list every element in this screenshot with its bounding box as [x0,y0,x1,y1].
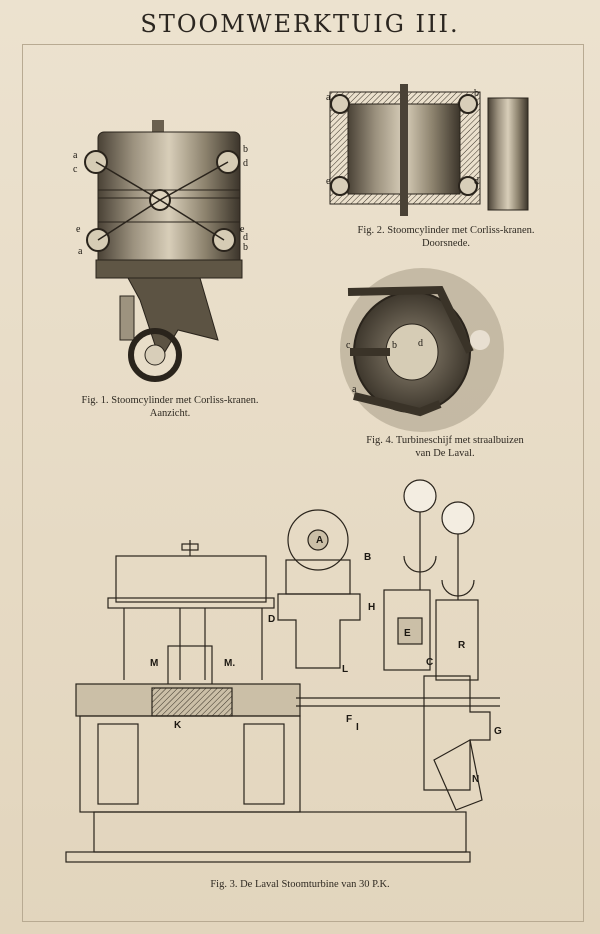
fig2-cylinder-section: a b e d [326,84,529,216]
fig4-label-a: a [352,384,357,395]
fig1-label-d1: d [243,158,248,169]
fig1-label-b2: b [243,242,248,253]
fig3-label-M1: M [150,658,158,669]
page-title: STOOMWERKTUIG III. [140,10,460,38]
fig4-caption-line2: van De Laval. [415,448,475,459]
fig1-label-e1: e [76,224,81,235]
fig3-label-R: R [458,640,466,651]
fig3-label-K: K [174,720,182,731]
fig3-turbine-drawing: A B C D E F G H I K L M M. N R [65,479,502,863]
fig2-caption-line1: Fig. 2. Stoomcylinder met Corliss-kranen… [357,225,535,236]
fig3-label-N: N [472,774,479,785]
fig3-label-C: C [426,657,433,668]
fig3-caption: Fig. 3. De Laval Stoomturbine van 30 P.K… [210,879,390,890]
fig2-label-b: b [474,88,479,99]
fig3-label-L: L [342,664,348,675]
fig4-label-b: b [392,340,397,351]
fig3-label-M2: M. [224,658,235,669]
fig3-label-A: A [316,535,323,546]
fig1-label-a2: a [78,246,83,257]
fig1-label-c1: c [73,164,78,175]
fig4-caption-line1: Fig. 4. Turbineschijf met straalbuizen [366,435,524,446]
plate-border [22,44,584,922]
fig4-turbine-disc: a c b d [340,268,504,432]
fig1-label-b1: b [243,144,248,155]
fig4-label-c: c [346,340,351,351]
fig1-caption: Fig. 1. Stoomcylinder met Corliss-kranen… [70,394,270,420]
fig4-label-d: d [418,338,423,349]
fig1-cylinder-view: a c b d e a e d b [73,120,248,382]
fig2-caption-line2: Doorsnede. [421,238,471,249]
fig3-label-F: F [346,714,352,725]
fig2-label-d: d [474,176,479,187]
fig3-label-H: H [368,602,375,613]
fig1-caption-line1: Fig. 1. Stoomcylinder met Corliss-kranen… [81,395,259,406]
fig3-label-G: G [494,726,502,737]
fig3-label-B: B [364,552,371,563]
fig2-label-e: e [326,176,331,187]
fig2-caption: Fig. 2. Stoomcylinder met Corliss-kranen… [326,224,566,250]
fig1-label-e2: e [240,224,245,235]
fig1-caption-line2: Aanzicht. [149,408,191,419]
fig3-label-E: E [404,628,411,639]
fig2-label-a: a [326,92,331,103]
fig3-label-D: D [268,614,275,625]
fig3-label-I: I [356,722,359,733]
fig1-label-d2: d [243,232,248,243]
fig4-caption: Fig. 4. Turbineschijf met straalbuizen v… [330,434,560,460]
fig1-label-a1: a [73,150,78,161]
